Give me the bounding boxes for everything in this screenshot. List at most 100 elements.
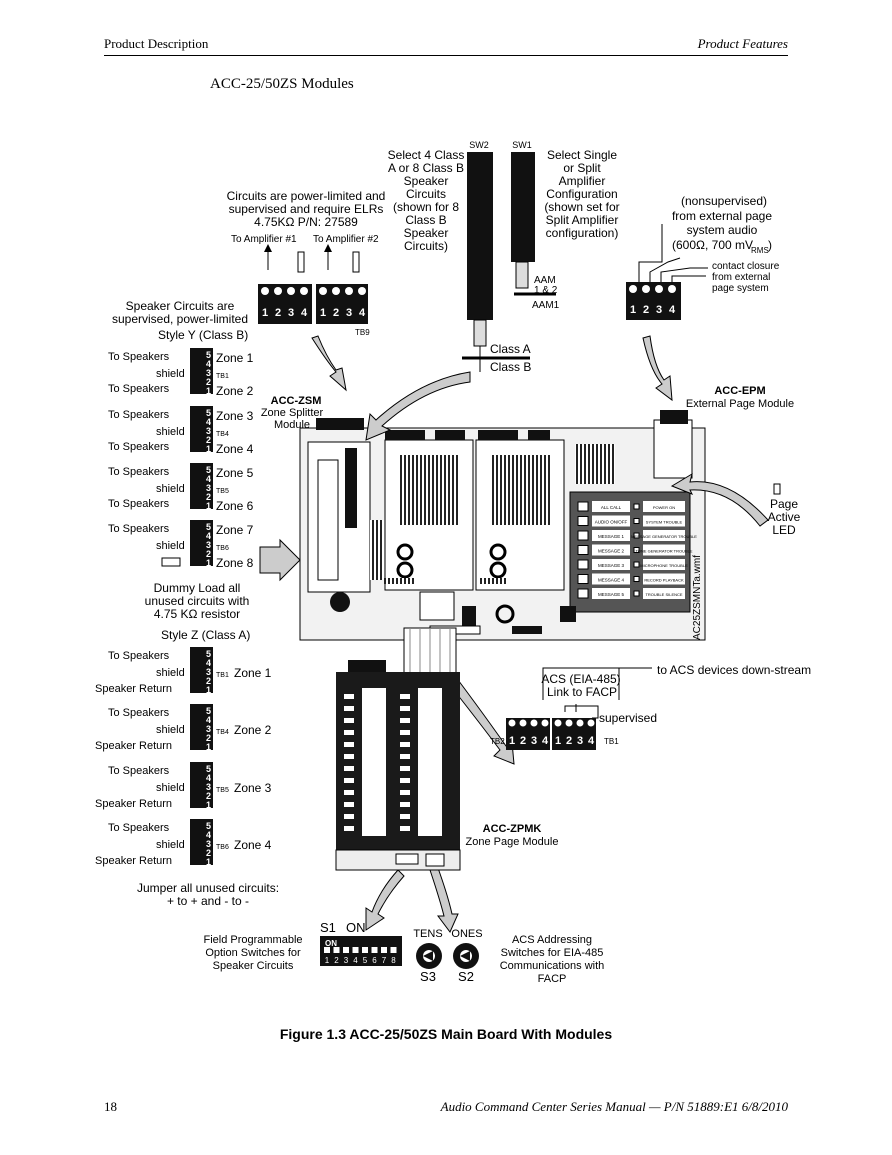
zone-label: Zone 2 <box>234 723 272 737</box>
svg-text:2: 2 <box>643 304 649 316</box>
status-led-icon <box>633 576 640 582</box>
terminal-number: 5 <box>206 522 211 532</box>
panel-button-label-bg <box>592 559 630 570</box>
terminal-number: 1 <box>206 386 211 396</box>
panel-button-label-bg <box>592 530 630 541</box>
s2-label: S2 <box>458 969 474 984</box>
aam-labels: AAM 1 & 2 AAM1 <box>532 275 560 311</box>
panel-button-icon <box>577 559 589 570</box>
panel-button-label: AUDIO ON/OFF <box>595 520 628 525</box>
svg-text:AAM: AAM <box>534 275 556 286</box>
sw1-description: Select Single or Split Amplifier Configu… <box>544 148 619 240</box>
dummy-load-line-2: unused circuits with <box>145 594 250 608</box>
dip-number: 2 <box>334 956 339 965</box>
zpmk-led-icon <box>400 730 410 735</box>
terminal-number: 3 <box>206 426 211 436</box>
terminal-number: 5 <box>206 408 211 418</box>
terminal-number: 1 <box>206 558 211 568</box>
footer-manual-title: Audio Command Center Series Manual — P/N… <box>440 1099 788 1114</box>
epm-terminal-block: 1 2 3 4 <box>626 282 681 320</box>
terminal-number: 2 <box>206 791 211 801</box>
terminal-number: 3 <box>531 735 537 747</box>
sw2-switch <box>467 152 493 320</box>
panel-button-label: MESSAGE 2 <box>598 549 625 554</box>
terminal-number: 4 <box>206 359 211 369</box>
to-speakers-label: To Speakers <box>108 707 170 719</box>
to-speakers-label: To Speakers <box>108 351 170 363</box>
zpmk-title: ACC-ZPMK <box>483 823 542 835</box>
terminal-number: 1 <box>206 444 211 454</box>
status-led-icon <box>633 518 640 524</box>
terminal-number: 1 <box>206 742 211 752</box>
svg-text:Class B: Class B <box>405 213 446 227</box>
tb1-terminal-top <box>552 718 596 728</box>
zone-label: Zone 2 <box>216 384 254 398</box>
zpmk-led-icon <box>400 814 410 819</box>
zone-label: Zone 4 <box>216 442 254 456</box>
svg-text:Circuits are power-limited and: Circuits are power-limited and <box>227 189 386 203</box>
zpmk-led-icon <box>344 814 354 819</box>
svg-text:1 & 2: 1 & 2 <box>534 285 558 296</box>
svg-text:system audio: system audio <box>687 223 758 237</box>
terminal-number: 4 <box>542 735 549 747</box>
to-speakers-label: To Speakers <box>108 650 170 662</box>
svg-text:Communications with: Communications with <box>500 960 605 972</box>
status-label: MESSAGE GENERATOR TROUBLE <box>631 534 697 539</box>
callout-arrow <box>642 335 673 402</box>
zpmk-led-icon <box>400 790 410 795</box>
svg-text:3: 3 <box>656 304 662 316</box>
terminal-block <box>190 819 213 865</box>
terminal-number: 5 <box>206 649 211 659</box>
callout-arrow <box>259 538 301 582</box>
status-led-icon <box>633 547 640 553</box>
sw1-shaft <box>515 261 529 289</box>
dip-toggle-icon <box>362 947 368 953</box>
to-acs-devices: to ACS devices down-stream <box>657 663 811 677</box>
tb1-label: TB1 <box>604 737 619 746</box>
class-a-label: Class A <box>490 342 531 356</box>
terminal-number: 3 <box>206 483 211 493</box>
to-speakers-label: To Speakers <box>108 498 170 510</box>
zpmk-led-icon <box>400 778 410 783</box>
svg-text:supervised and require ELRs: supervised and require ELRs <box>229 202 384 216</box>
dip-number: 7 <box>382 956 387 965</box>
terminal-number: 2 <box>520 735 526 747</box>
panel-button-label: MESSAGE 1 <box>598 534 625 539</box>
section-title: ACC-25/50ZS Modules <box>210 76 354 92</box>
zone-label: Zone 3 <box>216 409 254 423</box>
terminal-screw-icon <box>541 719 549 727</box>
tb-label: TB5 <box>216 488 229 495</box>
panel-button-icon <box>577 545 589 555</box>
dip-toggle-icon <box>352 947 359 953</box>
elr-resistor-icon <box>352 251 360 273</box>
svg-text:Circuits: Circuits <box>406 187 446 201</box>
jumper-note-1: Jumper all unused circuits: <box>137 881 279 895</box>
panel-button-icon <box>577 516 589 526</box>
speaker-return-label: Speaker Return <box>95 683 172 695</box>
zone-label: Zone 4 <box>234 838 272 852</box>
terminal-number: 4 <box>588 735 595 747</box>
status-label-bg <box>643 515 685 527</box>
epm-title: ACC-EPM <box>714 385 765 397</box>
dip-number: 6 <box>372 956 377 965</box>
terminal-number: 3 <box>206 839 211 849</box>
svg-text:1: 1 <box>320 307 326 319</box>
status-label: SYSTEM TROUBLE <box>646 520 683 525</box>
dummy-load-line-3: 4.75 KΩ resistor <box>154 607 240 621</box>
zsm-title: ACC-ZSM <box>271 395 322 407</box>
status-label-bg <box>643 573 685 585</box>
sw2-label: SW2 <box>469 140 489 150</box>
epm-subtitle: External Page Module <box>686 398 794 410</box>
zpmk-led-icon <box>400 706 410 711</box>
terminal-number: 2 <box>206 848 211 858</box>
terminal-number: 2 <box>206 435 211 445</box>
tb1-terminal-block <box>552 728 596 750</box>
zpmk-led-icon <box>400 754 410 759</box>
svg-text:contact closure: contact closure <box>712 261 780 272</box>
shield-label: shield <box>156 483 185 495</box>
panel-button-label-bg <box>592 544 630 556</box>
svg-text:Circuits): Circuits) <box>404 239 448 253</box>
